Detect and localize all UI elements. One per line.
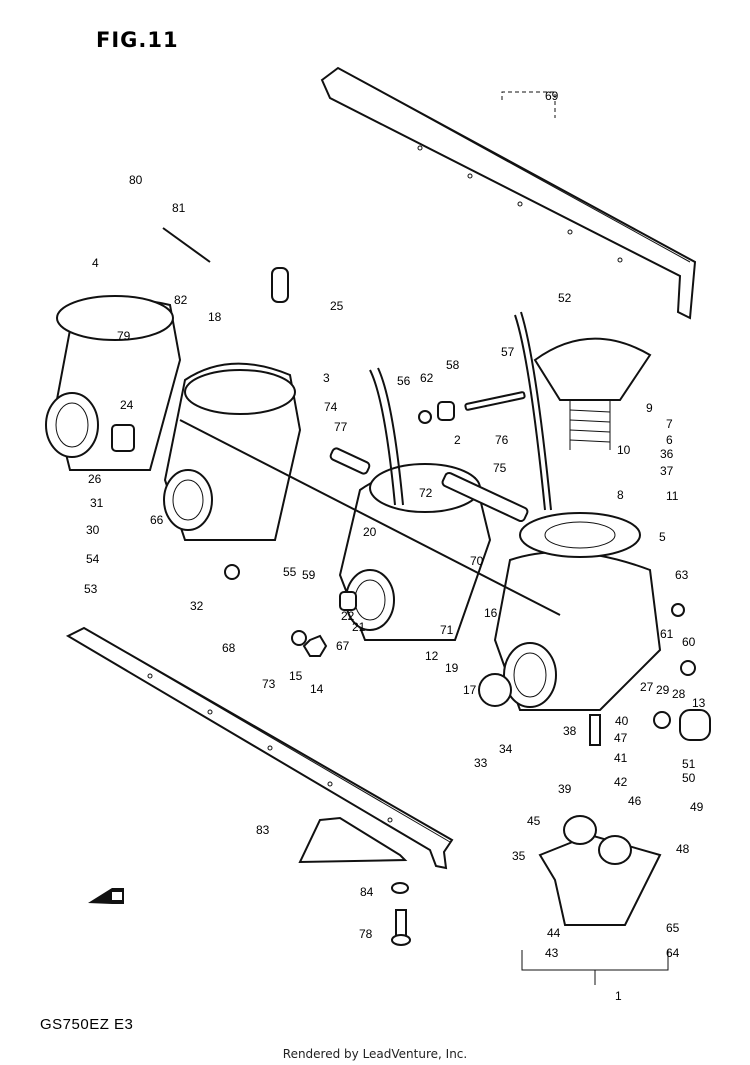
callout-36: 36 [660,447,674,461]
callout-73: 73 [262,677,276,691]
diaphragm-cap-part [533,337,652,450]
assembly-bracket [521,950,669,971]
callout-83: 83 [256,823,270,837]
callout-2: 2 [454,433,461,447]
carburetor-1 [45,295,182,471]
callout-67: 67 [336,639,350,653]
bottom-bracket-part [65,626,454,870]
model-code: GS750EZ E3 [40,1016,134,1033]
callout-24: 24 [120,398,134,412]
callout-3: 3 [323,371,330,385]
callout-59: 59 [302,568,316,582]
figure-title: FIG.11 [96,28,179,52]
callout-53: 53 [84,582,98,596]
callout-44: 44 [547,926,561,940]
callout-28: 28 [672,687,686,701]
callout-20: 20 [363,525,377,539]
callout-65: 65 [666,921,680,935]
callout-54: 54 [86,552,100,566]
callout-33: 33 [474,756,488,770]
callout-45: 45 [527,814,541,828]
callout-9: 9 [646,401,653,415]
callout-15: 15 [289,669,303,683]
callout-8: 8 [617,488,624,502]
carburetor-4 [493,512,662,711]
callout-1: 1 [615,989,622,1003]
callout-19: 19 [445,661,459,675]
callout-40: 40 [615,714,629,728]
callout-37: 37 [660,464,674,478]
callout-35: 35 [512,849,526,863]
callout-31: 31 [90,496,104,510]
callout-27: 27 [640,680,654,694]
callout-63: 63 [675,568,689,582]
callout-49: 49 [690,800,704,814]
callout-39: 39 [558,782,572,796]
callout-21: 21 [352,620,366,634]
callout-57: 57 [501,345,515,359]
callout-34: 34 [499,742,513,756]
callout-17: 17 [463,683,477,697]
callout-26: 26 [88,472,102,486]
callout-55: 55 [283,565,297,579]
callout-51: 51 [682,757,696,771]
small-parts [162,227,711,946]
callout-77: 77 [334,420,348,434]
callout-29: 29 [656,683,670,697]
callout-48: 48 [676,842,690,856]
front-arrow-icon [88,888,124,904]
float-bowl-part [538,815,662,926]
callout-25: 25 [330,299,344,313]
callout-43: 43 [545,946,559,960]
callout-56: 56 [397,374,411,388]
callout-58: 58 [446,358,460,372]
callout-12: 12 [425,649,439,663]
callout-38: 38 [563,724,577,738]
callout-50: 50 [682,771,696,785]
callout-72: 72 [419,486,433,500]
callout-5: 5 [659,530,666,544]
callout-70: 70 [470,554,484,568]
callout-52: 52 [558,291,572,305]
callout-74: 74 [324,400,338,414]
callout-32: 32 [190,599,204,613]
callout-22: 22 [341,609,355,623]
callout-80: 80 [129,173,143,187]
callout-11: 11 [666,489,679,503]
callout-62: 62 [420,371,434,385]
callout-64: 64 [666,946,680,960]
carburetor-2 [163,362,302,541]
callout-46: 46 [628,794,642,808]
callout-16: 16 [484,606,498,620]
callout-79: 79 [117,329,131,343]
callout-4: 4 [92,256,99,270]
callout-30: 30 [86,523,100,537]
callout-14: 14 [310,682,324,696]
callout-60: 60 [682,635,696,649]
footer-credit: Rendered by LeadVenture, Inc. [282,1047,468,1061]
callout-71: 71 [440,623,454,637]
callout-61: 61 [660,627,674,641]
callout-10: 10 [617,443,631,457]
callout-47: 47 [614,731,628,745]
callout-6: 6 [666,433,673,447]
callout-84: 84 [360,885,374,899]
callout-76: 76 [495,433,509,447]
callout-81: 81 [172,201,186,215]
callout-7: 7 [666,417,673,431]
callout-75: 75 [493,461,507,475]
callout-82: 82 [174,293,188,307]
callout-78: 78 [359,927,373,941]
callout-41: 41 [614,751,628,765]
top-bracket-part [320,66,697,320]
callout-69: 69 [545,89,559,103]
callout-68: 68 [222,641,236,655]
callout-18: 18 [208,310,222,324]
callout-42: 42 [614,775,628,789]
callout-66: 66 [150,513,164,527]
callout-13: 13 [692,696,706,710]
